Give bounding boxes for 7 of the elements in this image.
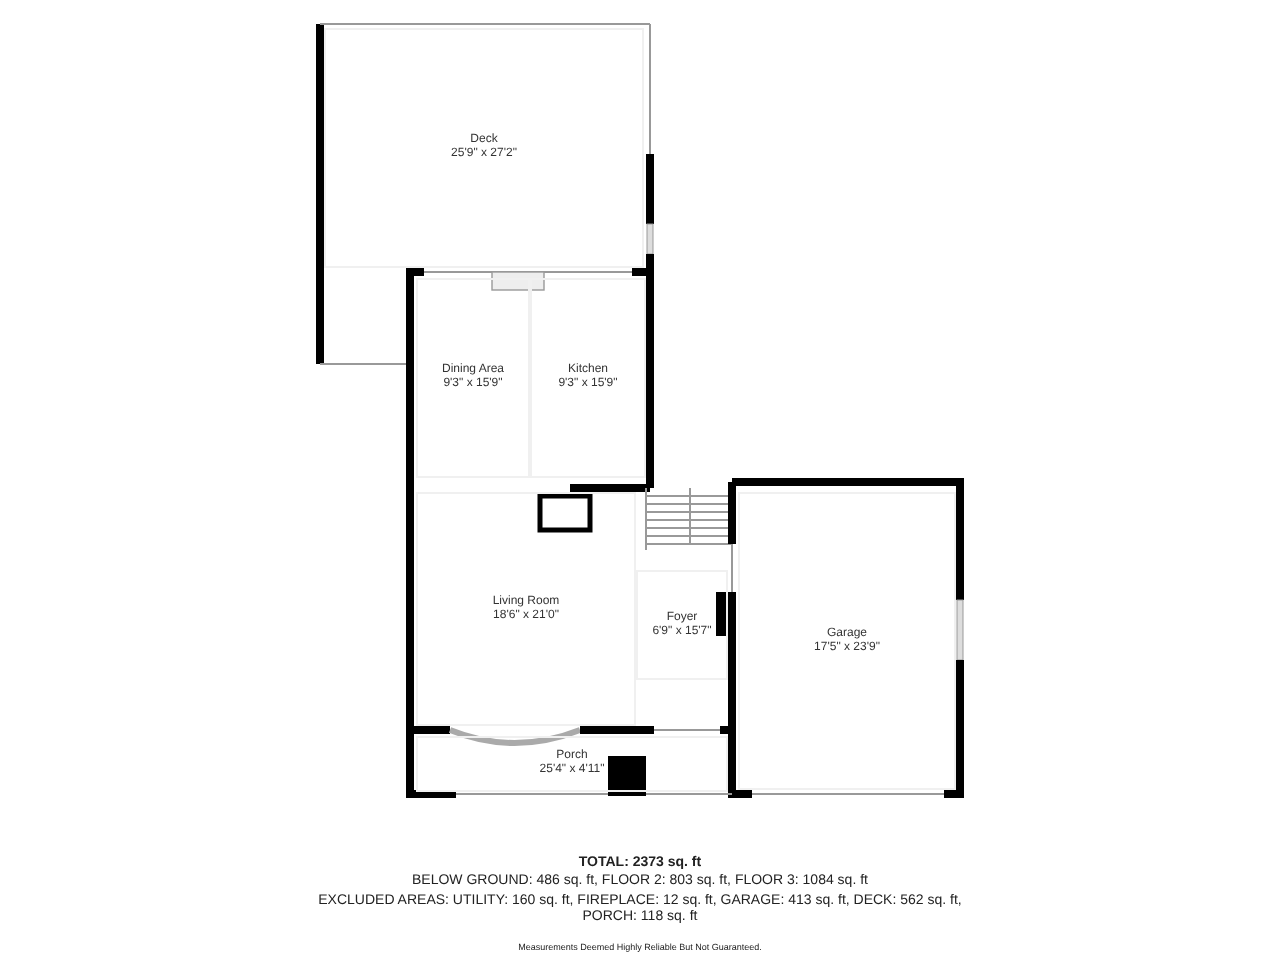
- room-area: [324, 28, 644, 268]
- room-area: [416, 278, 530, 478]
- room-area: [738, 492, 956, 790]
- room-area: [636, 570, 728, 680]
- room-area: [530, 278, 646, 478]
- room-area: [416, 492, 636, 726]
- room-area: [416, 736, 728, 792]
